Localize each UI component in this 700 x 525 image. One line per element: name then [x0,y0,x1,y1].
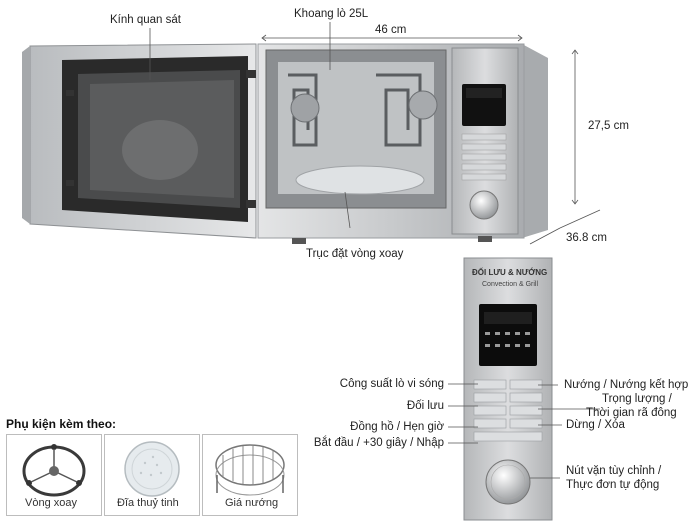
accessory-turntable-ring: Vòng xoay [6,434,102,516]
panel-brand-en: Convection & Grill [482,281,539,288]
panel-leaders [448,383,600,479]
dimension-width: 46 cm [375,24,407,36]
label-stop-clear: Dừng / Xóa [566,419,625,431]
accessory-glass-plate: Đĩa thuỷ tinh [104,434,200,516]
dimension-depth: 36.8 cm [566,232,607,244]
callout-turntable-axis: Trục đặt vòng xoay [306,248,404,260]
label-microwave-power: Công suất lò vi sóng [339,378,444,390]
microwave-door [22,43,257,239]
control-panel-large [463,257,553,521]
label-custom-knob: Nút vặn tùy chỉnh / [566,465,662,477]
label-convection: Đối lưu [406,400,444,412]
panel-brand-vi: ĐỐI LƯU & NƯỚNG [472,268,548,277]
label-auto-menu: Thực đơn tự động [566,479,660,491]
accessory-label: Giá nướng [225,497,279,509]
accessory-label: Vòng xoay [25,497,77,509]
label-defrost-time: Thời gian rã đông [586,407,677,419]
dimension-height: 27,5 cm [588,120,629,132]
callout-glass: Kính quan sát [110,14,181,26]
label-start: Bắt đầu / +30 giây / Nhập [313,437,444,449]
turntable-ring-icon [22,444,86,497]
glass-plate-icon [124,441,180,497]
grill-rack-icon [215,444,285,496]
dimension-lines [261,34,601,245]
callout-cavity: Khoang lò 25L [294,8,369,20]
accessories-title: Phụ kiện kèm theo: [6,417,117,431]
label-clock-timer: Đồng hồ / Hẹn giờ [350,421,444,433]
accessory-grill-rack: Giá nướng [202,434,298,516]
label-grill: Nướng / Nướng kết hợp [564,379,689,391]
label-weight: Trọng lượng / [602,393,672,405]
callout-leaders [149,22,351,229]
control-panel-small [451,47,519,235]
accessory-label: Đĩa thuỷ tinh [117,497,179,509]
